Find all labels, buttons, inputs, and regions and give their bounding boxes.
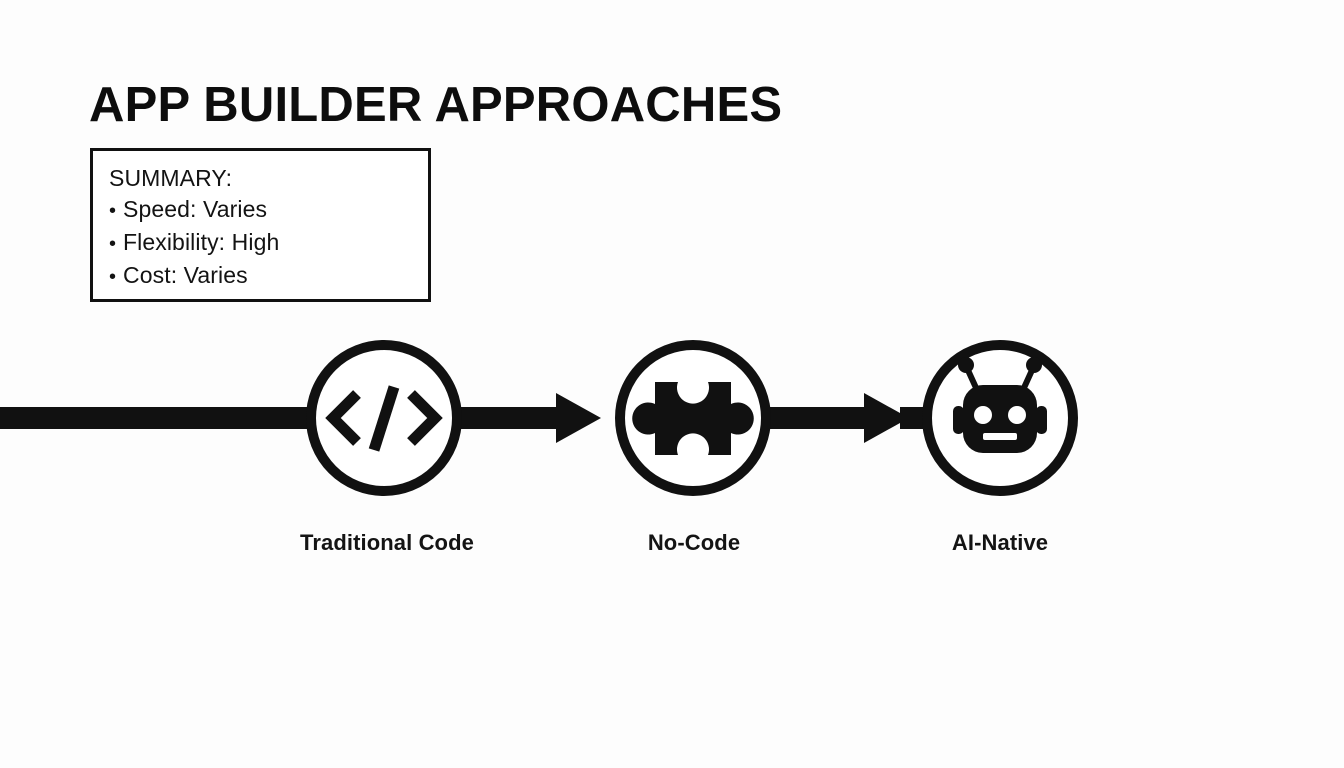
- summary-item-label: Cost: Varies: [123, 262, 248, 288]
- code-brackets-icon: [325, 385, 443, 452]
- summary-box: SUMMARY: • Speed: Varies • Flexibility: …: [90, 148, 431, 302]
- summary-list-item: • Speed: Varies: [109, 194, 422, 227]
- summary-content: SUMMARY: • Speed: Varies • Flexibility: …: [109, 163, 422, 293]
- summary-list-item: • Cost: Varies: [109, 260, 422, 293]
- flow-node-label-no-code: No-Code: [647, 530, 741, 555]
- summary-list: • Speed: Varies • Flexibility: High • Co…: [109, 194, 422, 293]
- flow-node-ai-native: [922, 340, 1078, 496]
- flow-graphics: [0, 340, 1078, 496]
- summary-item-label: Flexibility: High: [123, 229, 280, 255]
- flow-entry-line: [0, 407, 320, 429]
- page-title: APP BUILDER APPROACHES: [89, 78, 783, 132]
- bullet-icon: •: [109, 233, 117, 255]
- process-flow-diagram: Traditional Code No-Code AI-Native: [0, 330, 1344, 580]
- flow-node-no-code: [615, 340, 771, 496]
- robot-head-icon: [953, 357, 1047, 453]
- summary-heading: SUMMARY:: [109, 165, 233, 191]
- summary-item-label: Speed: Varies: [123, 196, 268, 222]
- puzzle-piece-icon: [632, 382, 754, 455]
- flow-node-label-ai-native: AI-Native: [951, 530, 1049, 555]
- flow-node-traditional-code: [306, 340, 462, 496]
- connector-arrow-1: [452, 393, 601, 443]
- bullet-icon: •: [109, 200, 117, 222]
- flow-node-label-traditional-code: Traditional Code: [300, 530, 474, 555]
- connector-arrow-2: [760, 393, 909, 443]
- summary-list-item: • Flexibility: High: [109, 227, 422, 260]
- bullet-icon: •: [109, 266, 117, 288]
